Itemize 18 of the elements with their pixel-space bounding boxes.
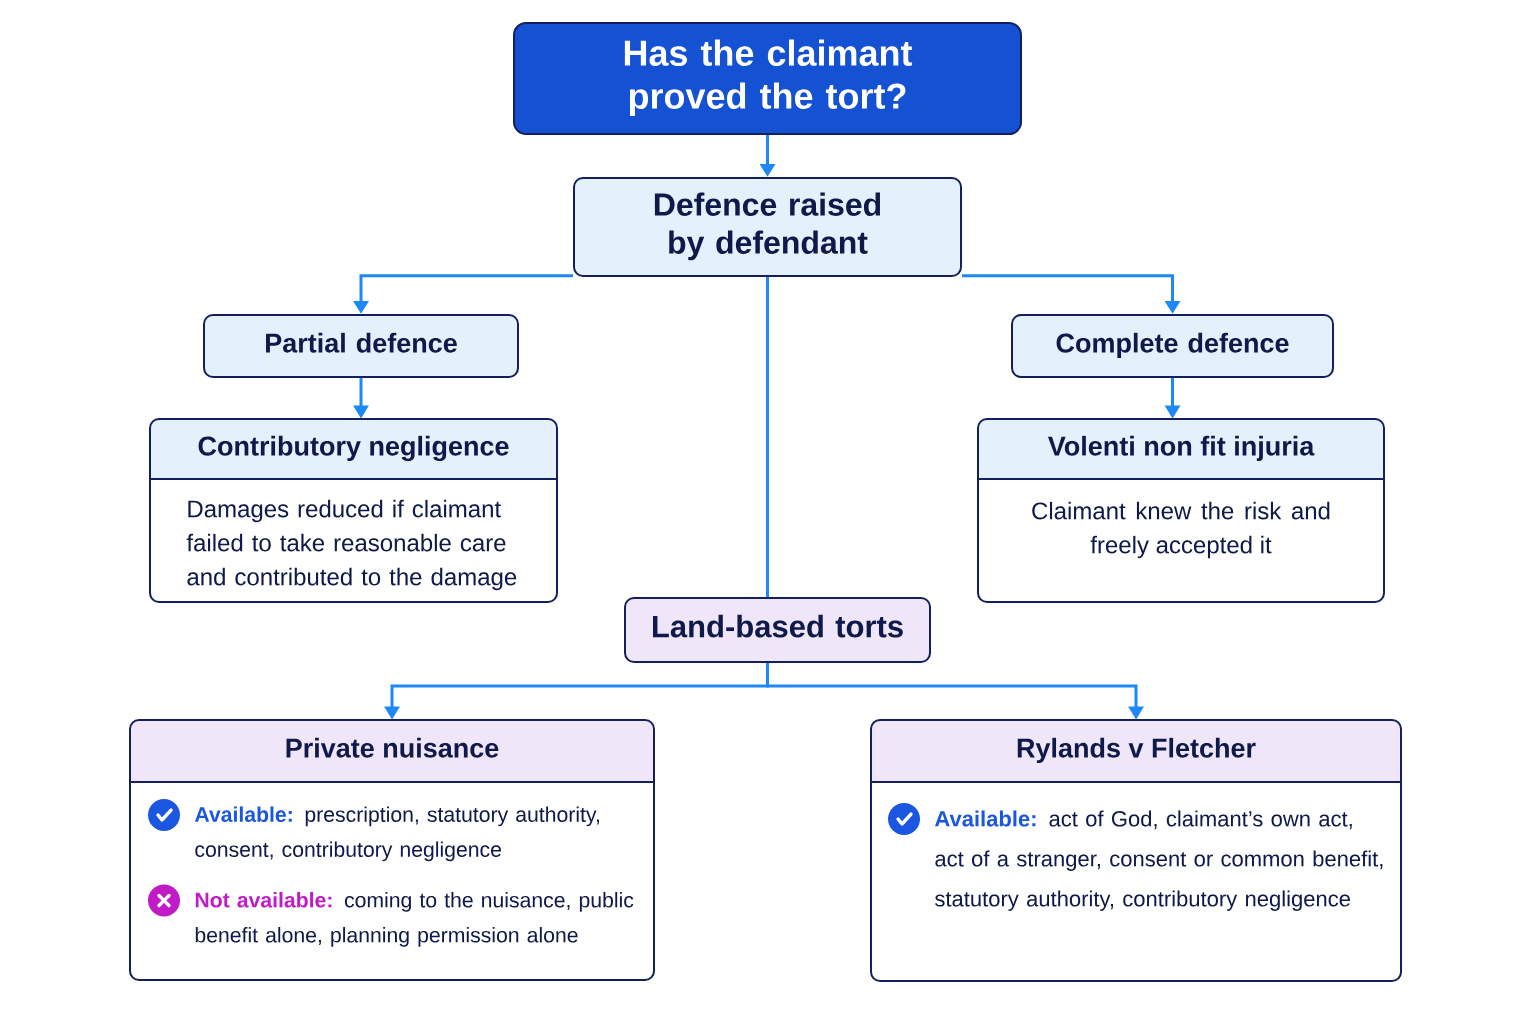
box-heading: Contributory negligence bbox=[198, 435, 509, 462]
titled-box bbox=[977, 418, 1385, 603]
question-box: Has the claimant proved the tort? bbox=[513, 22, 1022, 135]
box-heading: Rylands v Fletcher bbox=[1017, 737, 1256, 764]
titled-box bbox=[149, 418, 558, 603]
box-heading: Private nuisance bbox=[286, 737, 499, 758]
process-box: Partial defence bbox=[203, 314, 519, 378]
box-text: Damages reduced if claimant failed to take reasonable care and contributed to the damage bbox=[186, 499, 517, 591]
list-item-text: Not available: coming to the nuisance, public benefit alone, planning permission alone bbox=[195, 891, 634, 947]
list-item-text: Available: prescription, statutory authority, consent, contributory negligence bbox=[194, 806, 599, 862]
process-box: Land-based torts bbox=[624, 597, 931, 663]
box-text: Claimant knew the risk and freely accepted it bbox=[1032, 501, 1330, 559]
process-box: Complete defence bbox=[1011, 314, 1334, 378]
process-box: Defence raised by defendant bbox=[573, 177, 962, 277]
list-item-text: Available: act of God, claimant’s own act, act of a stranger, consent or common benefit, statutory authority, contributory negligence bbox=[934, 810, 1383, 911]
titled-box bbox=[129, 719, 655, 981]
box-heading: Volenti non fit injuria bbox=[1047, 435, 1315, 461]
titled-box bbox=[870, 719, 1402, 982]
